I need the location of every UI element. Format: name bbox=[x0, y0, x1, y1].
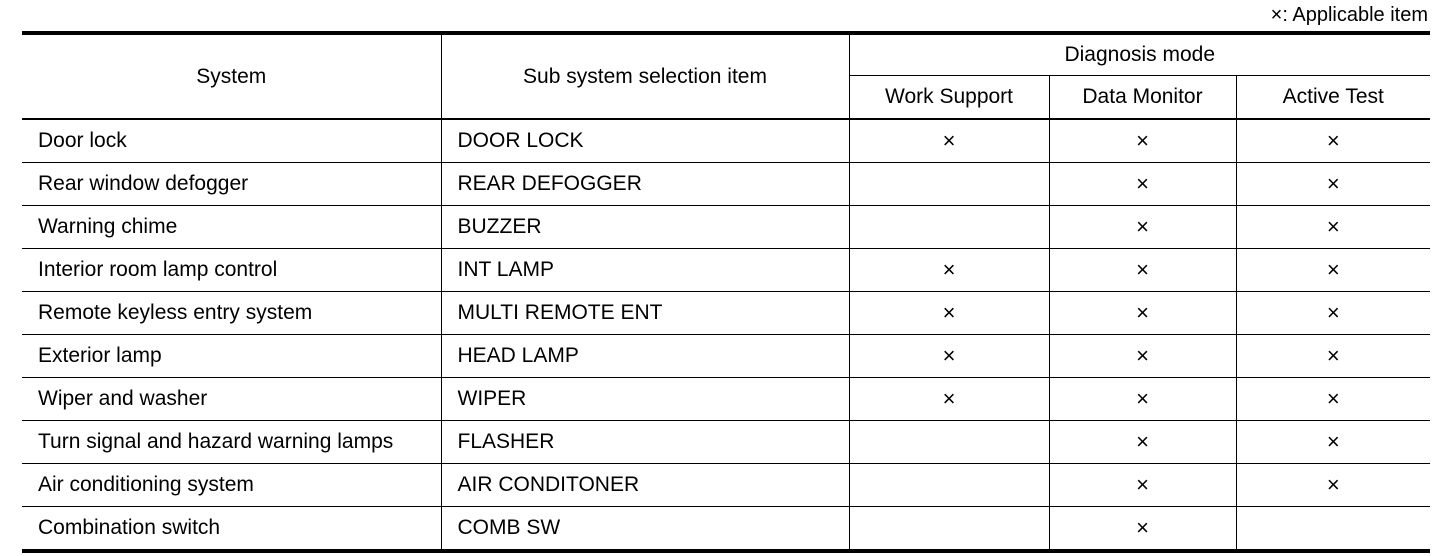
sub-system-column-header: Sub system selection item bbox=[440, 32, 850, 120]
system-cell: Air conditioning system bbox=[22, 463, 442, 507]
system-cell: Interior room lamp control bbox=[22, 248, 442, 292]
data-monitor-mark: × bbox=[1048, 377, 1237, 421]
active-test-mark bbox=[1235, 506, 1431, 552]
system-cell: Exterior lamp bbox=[22, 334, 442, 378]
data-monitor-mark: × bbox=[1048, 162, 1237, 206]
active-test-mark: × bbox=[1235, 420, 1431, 464]
data-monitor-mark: × bbox=[1048, 248, 1237, 292]
diagnosis-mode-header: Diagnosis mode bbox=[848, 32, 1431, 76]
data-monitor-mark: × bbox=[1048, 334, 1237, 378]
active-test-mark: × bbox=[1235, 248, 1431, 292]
system-cell: Turn signal and hazard warning lamps bbox=[22, 420, 442, 464]
diagnosis-mode-table: System Sub system selection item Diagnos… bbox=[22, 31, 1431, 553]
work-support-mark: × bbox=[848, 118, 1050, 163]
work-support-mark bbox=[848, 205, 1050, 249]
table-row: Remote keyless entry system MULTI REMOTE… bbox=[22, 291, 1431, 335]
system-column-header: System bbox=[22, 32, 442, 120]
work-support-mark bbox=[848, 506, 1050, 552]
data-monitor-mark: × bbox=[1048, 463, 1237, 507]
sub-system-cell: INT LAMP bbox=[440, 248, 850, 292]
sub-system-cell: WIPER bbox=[440, 377, 850, 421]
data-monitor-mark: × bbox=[1048, 291, 1237, 335]
data-monitor-column-header: Data Monitor bbox=[1048, 75, 1237, 120]
active-test-mark: × bbox=[1235, 291, 1431, 335]
sub-system-cell: AIR CONDITONER bbox=[440, 463, 850, 507]
data-monitor-mark: × bbox=[1048, 118, 1237, 163]
work-support-mark: × bbox=[848, 334, 1050, 378]
sub-system-cell: DOOR LOCK bbox=[440, 118, 850, 163]
system-cell: Combination switch bbox=[22, 506, 442, 552]
system-cell: Door lock bbox=[22, 118, 442, 163]
work-support-mark bbox=[848, 463, 1050, 507]
sub-system-cell: BUZZER bbox=[440, 205, 850, 249]
table-row: Wiper and washer WIPER × × × bbox=[22, 377, 1431, 421]
active-test-mark: × bbox=[1235, 334, 1431, 378]
table-row: Rear window defogger REAR DEFOGGER × × bbox=[22, 162, 1431, 206]
active-test-mark: × bbox=[1235, 162, 1431, 206]
work-support-mark bbox=[848, 420, 1050, 464]
sub-system-cell: MULTI REMOTE ENT bbox=[440, 291, 850, 335]
work-support-mark: × bbox=[848, 248, 1050, 292]
system-cell: Wiper and washer bbox=[22, 377, 442, 421]
table-row: Warning chime BUZZER × × bbox=[22, 205, 1431, 249]
active-test-column-header: Active Test bbox=[1235, 75, 1431, 120]
active-test-mark: × bbox=[1235, 377, 1431, 421]
applicable-item-legend: ×: Applicable item bbox=[1270, 4, 1428, 26]
system-cell: Warning chime bbox=[22, 205, 442, 249]
data-monitor-mark: × bbox=[1048, 506, 1237, 552]
data-monitor-mark: × bbox=[1048, 205, 1237, 249]
table-row: Interior room lamp control INT LAMP × × … bbox=[22, 248, 1431, 292]
work-support-mark: × bbox=[848, 291, 1050, 335]
system-cell: Remote keyless entry system bbox=[22, 291, 442, 335]
work-support-mark bbox=[848, 162, 1050, 206]
table-header: System Sub system selection item Diagnos… bbox=[22, 32, 1431, 120]
table-row: Exterior lamp HEAD LAMP × × × bbox=[22, 334, 1431, 378]
table-row: Combination switch COMB SW × bbox=[22, 506, 1431, 552]
sub-system-cell: COMB SW bbox=[440, 506, 850, 552]
data-monitor-mark: × bbox=[1048, 420, 1237, 464]
active-test-mark: × bbox=[1235, 118, 1431, 163]
table-body: Door lock DOOR LOCK × × × Rear window de… bbox=[22, 118, 1431, 552]
work-support-column-header: Work Support bbox=[849, 75, 1050, 120]
table-row: Turn signal and hazard warning lamps FLA… bbox=[22, 420, 1431, 464]
sub-system-cell: FLASHER bbox=[440, 420, 850, 464]
table-row: Door lock DOOR LOCK × × × bbox=[22, 118, 1431, 163]
active-test-mark: × bbox=[1235, 205, 1431, 249]
sub-system-cell: HEAD LAMP bbox=[440, 334, 850, 378]
table-row: Air conditioning system AIR CONDITONER ×… bbox=[22, 463, 1431, 507]
system-cell: Rear window defogger bbox=[22, 162, 442, 206]
work-support-mark: × bbox=[848, 377, 1050, 421]
active-test-mark: × bbox=[1235, 463, 1431, 507]
sub-system-cell: REAR DEFOGGER bbox=[440, 162, 850, 206]
